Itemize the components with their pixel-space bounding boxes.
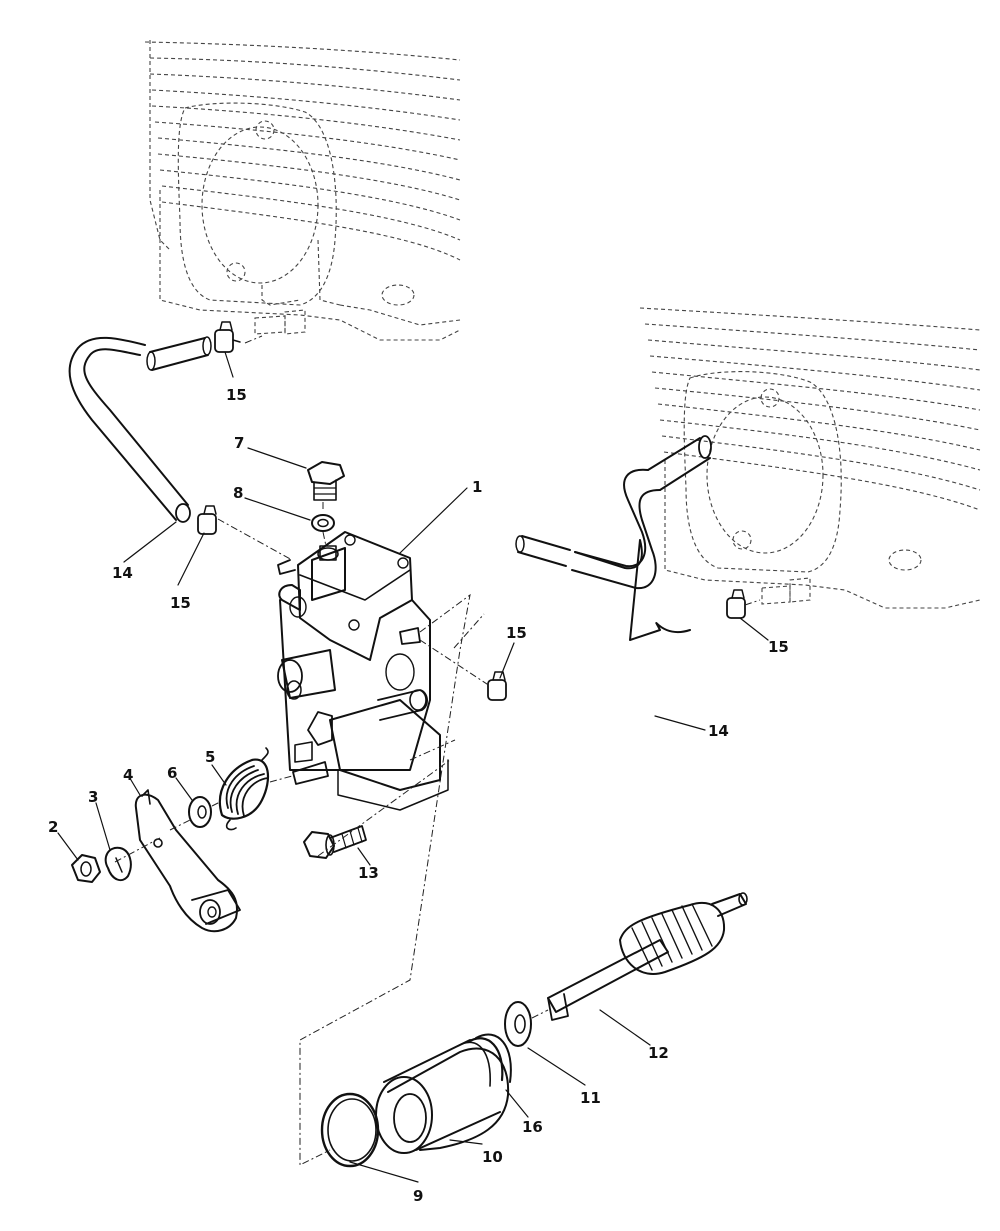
washer	[188, 796, 212, 828]
shaft-washer	[504, 1001, 532, 1047]
oil-hose-right	[515, 435, 712, 641]
hex-nut	[71, 854, 101, 883]
callout-part-14-left: 14	[112, 564, 133, 582]
pump-control-lever	[134, 789, 241, 933]
callout-labels: 1 2 3 4 5 6 7 8 9 10 11 12 13 14 14 15 1…	[48, 386, 789, 1205]
return-spring	[218, 747, 269, 831]
callout-part-9: 9	[413, 1187, 423, 1205]
lock-washer	[104, 846, 132, 882]
engine-cylinder-right	[639, 307, 981, 609]
callout-part-8: 8	[233, 484, 243, 502]
callout-part-2: 2	[48, 818, 58, 836]
mounting-bolt	[303, 825, 367, 859]
o-ring	[457, 1033, 512, 1087]
callout-part-14-right: 14	[708, 722, 729, 740]
callout-part-10: 10	[482, 1148, 503, 1166]
oil-pump-body	[277, 531, 449, 811]
pump-drive-gear	[547, 892, 748, 1021]
callout-part-13: 13	[358, 864, 379, 882]
callout-part-15-left: 15	[170, 594, 191, 612]
hose-clamp	[197, 505, 217, 535]
callout-part-1: 1	[472, 478, 482, 496]
banjo-bolt	[307, 461, 345, 501]
callout-part-16: 16	[522, 1118, 543, 1136]
shaft-stub	[292, 761, 329, 785]
hose-clamp	[726, 589, 746, 619]
callout-part-5: 5	[205, 748, 215, 766]
callout-part-12: 12	[648, 1044, 669, 1062]
callout-part-3: 3	[88, 788, 98, 806]
o-ring	[320, 1092, 380, 1168]
callout-part-7: 7	[234, 434, 244, 452]
sealing-washer	[311, 514, 335, 532]
hose-clamp	[487, 671, 507, 701]
hose-clamp	[214, 321, 241, 353]
callout-part-15-top: 15	[226, 386, 247, 404]
callout-part-11: 11	[580, 1089, 601, 1107]
assembly-centerlines	[114, 335, 761, 1166]
callout-part-15-right: 15	[768, 638, 789, 656]
callout-part-6: 6	[167, 764, 177, 782]
gear-housing	[375, 1039, 510, 1154]
callout-part-4: 4	[123, 766, 133, 784]
leader-lines	[57, 351, 769, 1183]
engine-cylinder-left	[144, 40, 461, 341]
oil-hose-left	[68, 336, 212, 523]
callout-part-15-center: 15	[506, 624, 527, 642]
